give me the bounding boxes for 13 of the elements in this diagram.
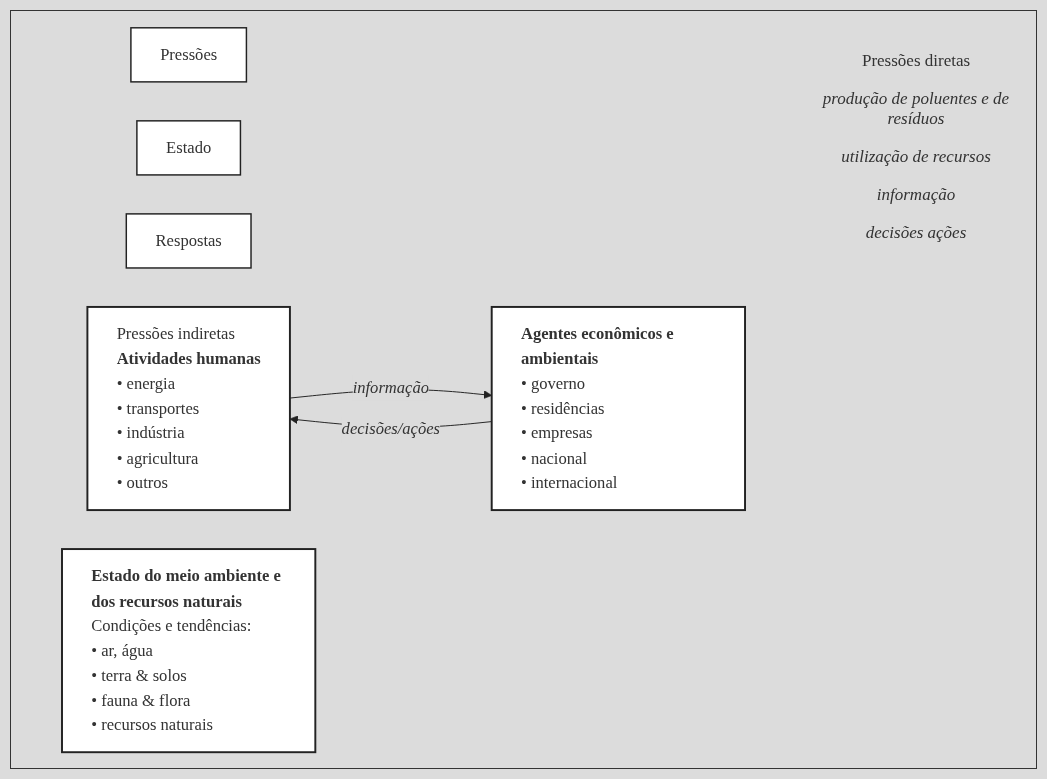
- edge-label: decisões/ações: [341, 419, 441, 438]
- note-text: Pressões diretas: [860, 51, 972, 71]
- node-box: Estado do meio ambiente e dos recursos naturais Condições e tendências: • ar, água • terra & solos • fauna & flora • recursos naturais: [61, 547, 317, 753]
- node-box: Estado: [136, 119, 242, 176]
- note-text: decisões ações: [864, 223, 968, 243]
- node-box: Pressões indiretas Atividades humanas • energia • transportes • indústria • agricultura • outros: [86, 305, 291, 511]
- note-text: informação: [875, 185, 957, 205]
- edge-label: informação: [352, 377, 429, 397]
- node-box: Agentes econômicos e ambientais • governo • residências • empresas • nacional • internacional: [490, 305, 746, 511]
- node-box: Respostas: [125, 212, 252, 269]
- note-text: produção de poluentes e de resíduos: [821, 89, 1011, 129]
- note-text: utilização de recursos: [840, 147, 992, 167]
- node-box: Pressões: [130, 26, 248, 83]
